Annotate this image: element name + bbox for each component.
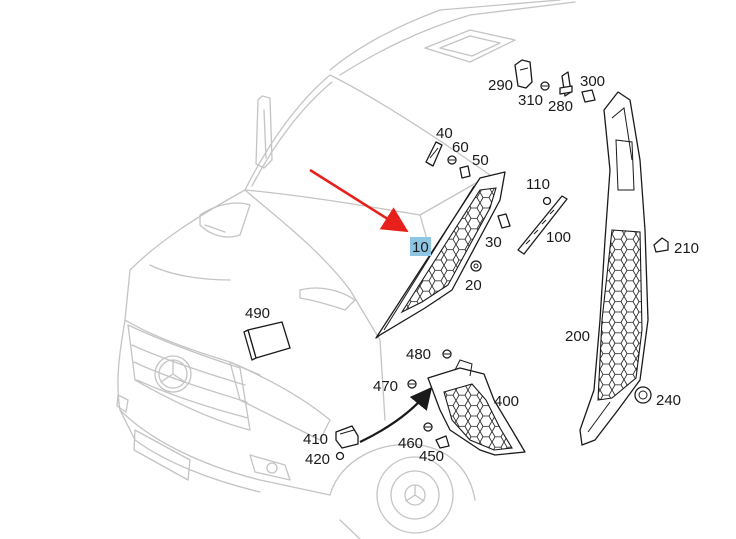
part-10-a-pillar-trim[interactable] [375, 171, 506, 339]
callout-210[interactable]: 210 [674, 240, 699, 257]
red-pointer-arrow [309, 168, 409, 233]
callout-240[interactable]: 240 [656, 392, 681, 409]
part-290-plug[interactable] [514, 59, 533, 89]
callout-40[interactable]: 40 [436, 125, 453, 142]
callout-280[interactable]: 280 [548, 98, 573, 115]
callout-60[interactable]: 60 [452, 139, 469, 156]
van-outline [116, 0, 576, 539]
callout-100[interactable]: 100 [546, 229, 571, 246]
callout-50[interactable]: 50 [472, 152, 489, 169]
callout-400[interactable]: 400 [494, 393, 519, 410]
callout-470[interactable]: 470 [373, 378, 398, 395]
part-300-clip[interactable] [581, 89, 596, 103]
callout-410[interactable]: 410 [303, 431, 328, 448]
part-420-screw[interactable] [335, 451, 345, 461]
part-480-screw[interactable] [442, 349, 452, 359]
callout-110[interactable]: 110 [526, 176, 550, 193]
callout-10-highlight [410, 237, 431, 256]
callout-490[interactable]: 490 [245, 305, 270, 322]
part-490-box[interactable] [243, 321, 291, 361]
callout-450[interactable]: 450 [419, 448, 444, 465]
part-280-clip[interactable] [559, 71, 573, 97]
part-50-plug[interactable] [459, 165, 471, 179]
black-assembly-arrow [359, 386, 433, 443]
callout-10[interactable]: 10 [412, 239, 429, 256]
callout-310[interactable]: 310 [518, 92, 543, 109]
part-100-strip[interactable] [517, 195, 568, 255]
part-470-screw[interactable] [407, 379, 417, 389]
callout-480[interactable]: 480 [406, 346, 431, 363]
part-240-grommet[interactable] [634, 386, 652, 404]
callout-20[interactable]: 20 [465, 277, 482, 294]
part-110-screw[interactable] [542, 196, 552, 206]
part-60-screw[interactable] [447, 155, 457, 165]
part-40-bracket[interactable] [425, 141, 443, 167]
callout-300[interactable]: 300 [580, 73, 605, 90]
callout-290[interactable]: 290 [488, 77, 513, 94]
part-210-clip[interactable] [653, 237, 669, 253]
part-400-lower-trim[interactable] [427, 359, 526, 456]
callout-200[interactable]: 200 [565, 328, 590, 345]
part-310-screw[interactable] [540, 81, 550, 91]
part-410-connector[interactable] [335, 425, 359, 449]
part-450-clip[interactable] [435, 435, 450, 449]
part-460-screw[interactable] [423, 422, 433, 432]
part-200-b-pillar-trim[interactable] [579, 91, 649, 446]
callout-labels: 290 310 280 300 40 60 50 110 10 30 100 2… [245, 73, 699, 468]
part-20-clip[interactable] [470, 260, 482, 272]
part-30-plug[interactable] [497, 213, 511, 229]
callout-420[interactable]: 420 [305, 451, 330, 468]
callout-30[interactable]: 30 [485, 234, 502, 251]
callout-460[interactable]: 460 [398, 435, 423, 452]
